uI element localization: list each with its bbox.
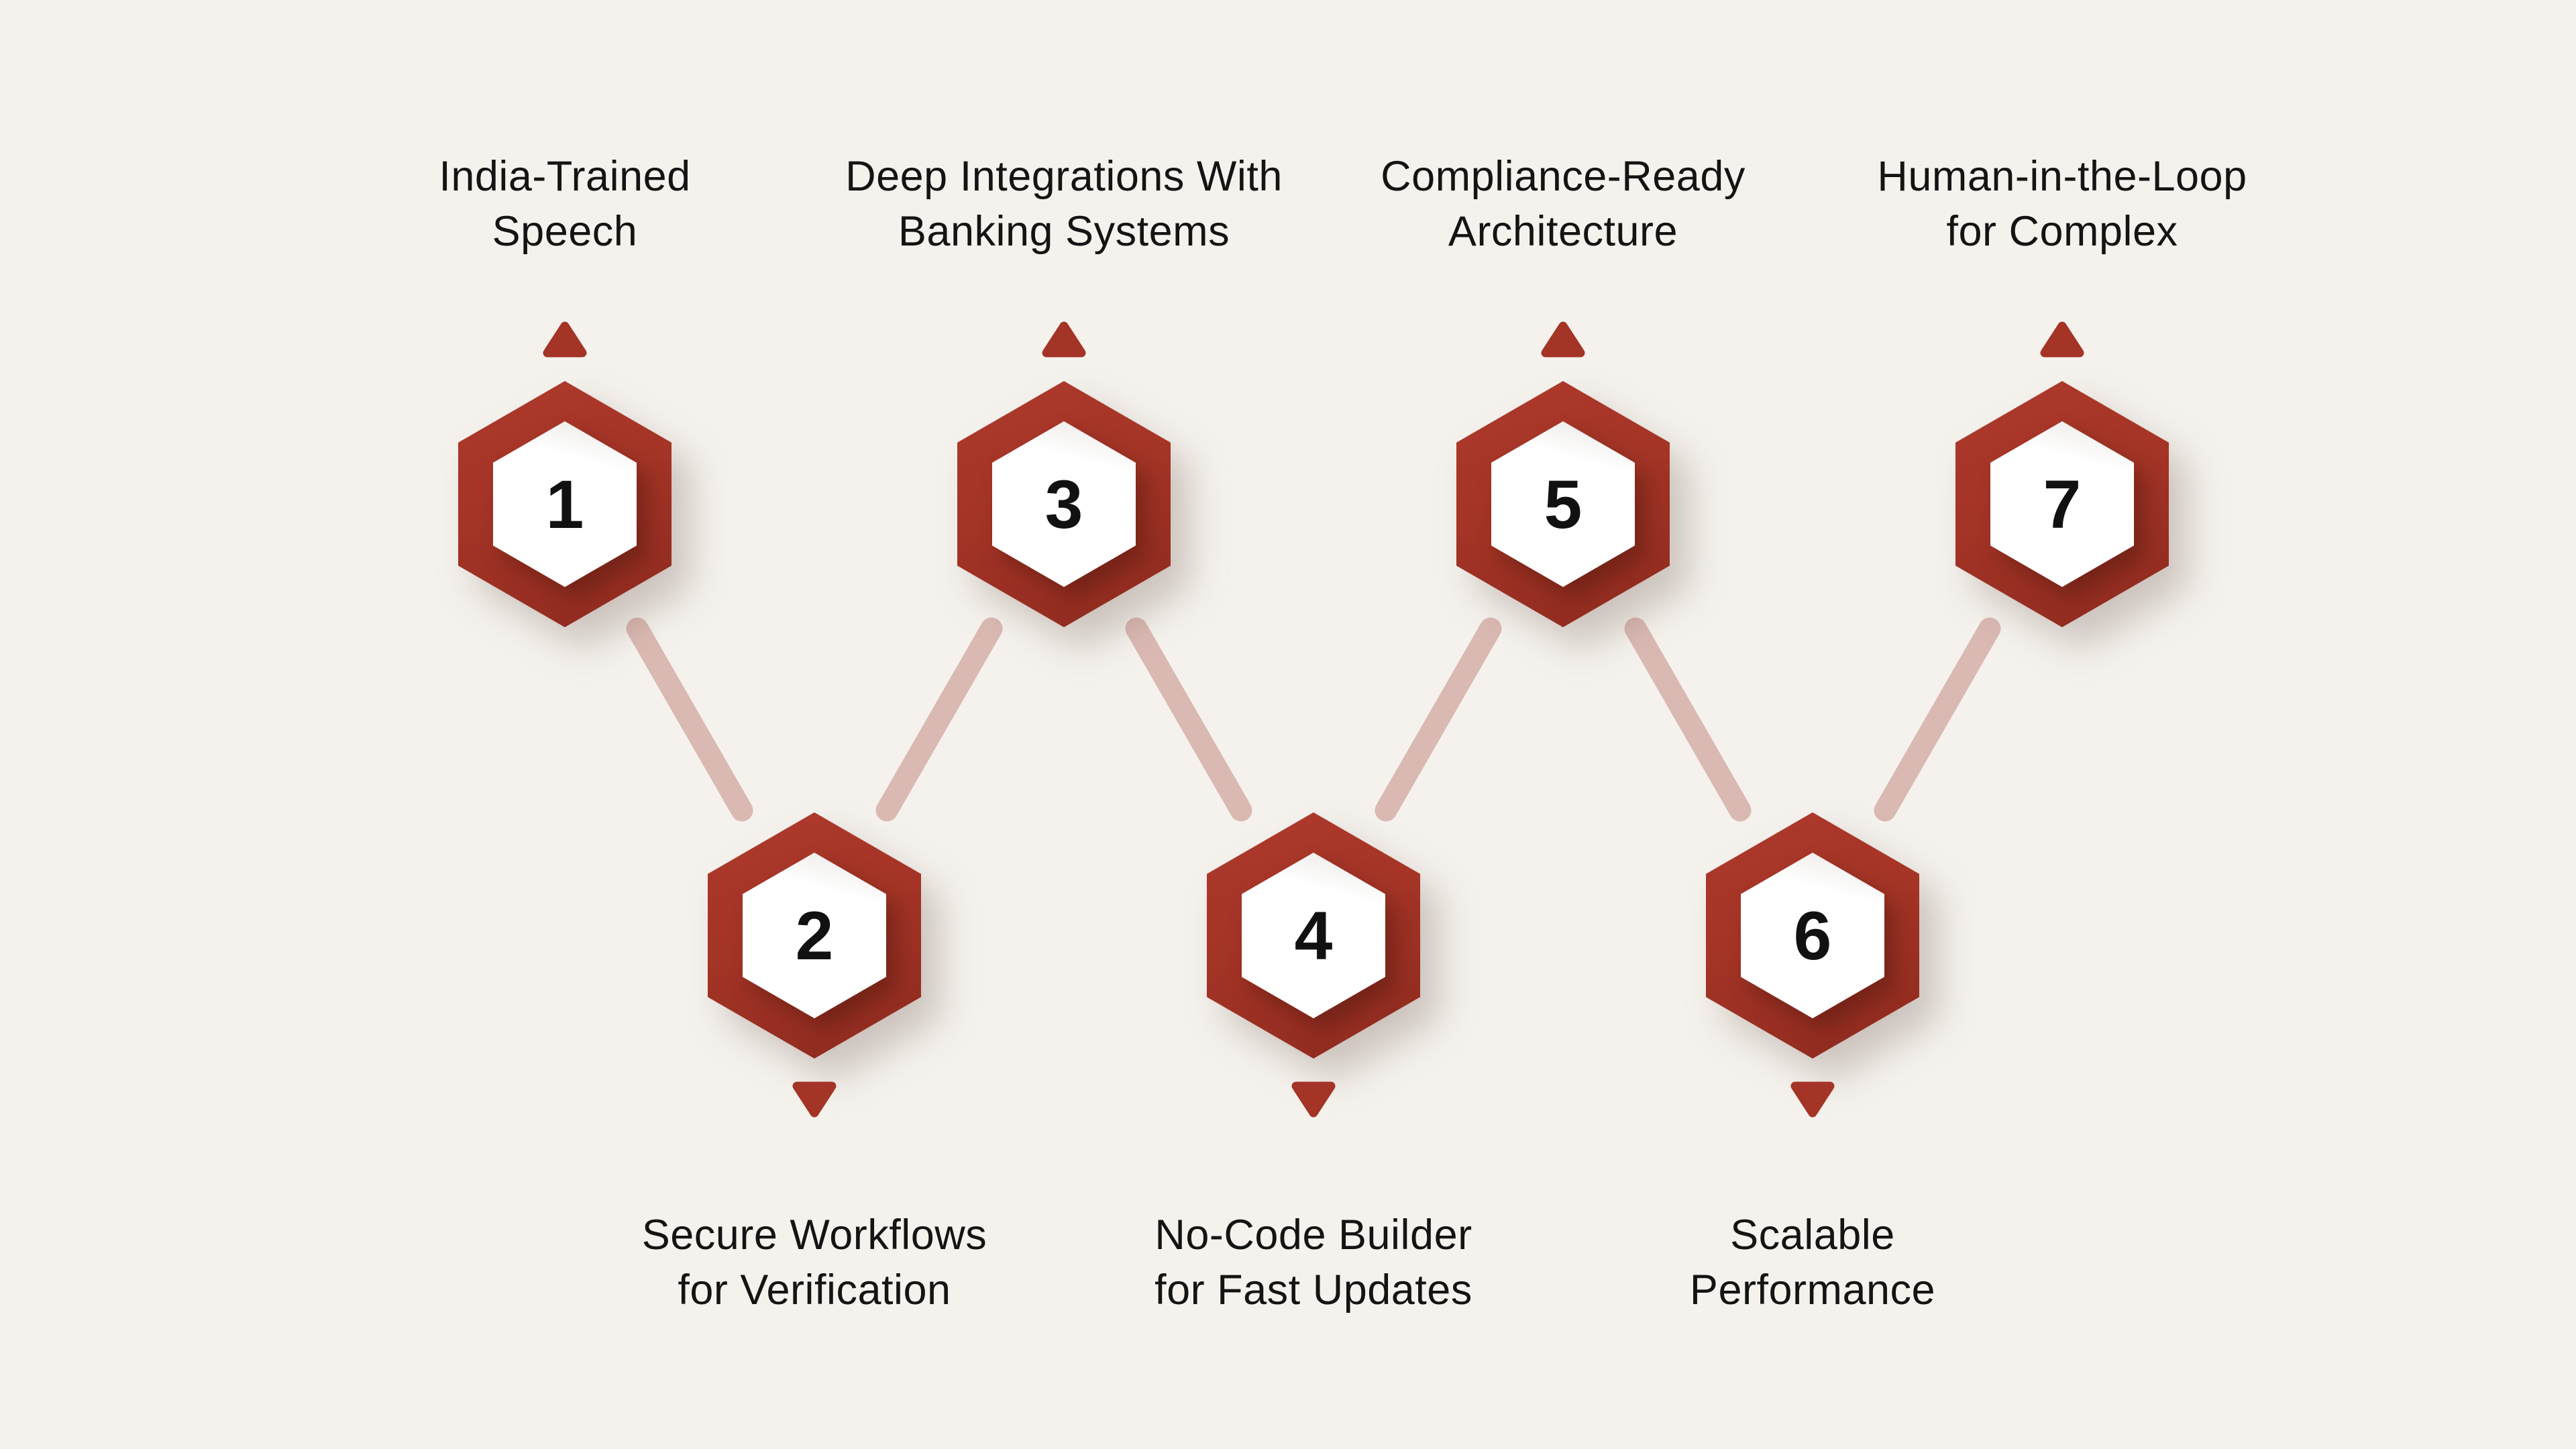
- connector-1-2: [626, 617, 753, 822]
- hexagon-ring: 3: [957, 381, 1171, 627]
- label-line: for Complex: [1946, 208, 2178, 255]
- connector-5-6: [1624, 617, 1752, 822]
- triangle-up-icon: [2040, 321, 2084, 358]
- hexagon-ring: 6: [1706, 812, 1919, 1059]
- hexagon-face: 5: [1491, 421, 1635, 587]
- hexagon-face: 4: [1242, 853, 1385, 1018]
- step-number: 7: [2043, 466, 2082, 543]
- label-line: Banking Systems: [898, 208, 1230, 255]
- hexagon-step-4: 4: [1207, 812, 1420, 1059]
- label-line: Secure Workflows: [641, 1212, 987, 1258]
- triangle-down-icon: [1291, 1081, 1336, 1118]
- label-line: Performance: [1689, 1267, 1936, 1313]
- connector-4-5: [1375, 617, 1502, 822]
- label-line: Scalable: [1730, 1212, 1895, 1258]
- hexagon-step-7: 7: [1955, 381, 2169, 627]
- hexagon-inner-wrap: 2: [743, 853, 886, 1018]
- label-step-3: Deep Integrations With Banking Systems: [782, 149, 1346, 259]
- label-line: India-Trained: [439, 153, 691, 200]
- triangle-down-icon: [1790, 1081, 1835, 1118]
- hexagon-step-5: 5: [1456, 381, 1670, 627]
- label-step-6: Scalable Performance: [1531, 1208, 2094, 1318]
- step-number: 4: [1294, 897, 1333, 974]
- hexagon-ring: 5: [1456, 381, 1670, 627]
- hexagon-inner-wrap: 5: [1491, 421, 1635, 587]
- label-step-1: India-Trained Speech: [283, 149, 847, 259]
- hexagon-ring: 2: [708, 812, 921, 1059]
- triangle-up-icon: [1042, 321, 1086, 358]
- label-line: for Fast Updates: [1155, 1267, 1472, 1313]
- step-number: 2: [795, 897, 834, 974]
- connector-6-7: [1874, 617, 2001, 822]
- hexagon-ring: 7: [1955, 381, 2169, 627]
- hexagon-face: 6: [1741, 853, 1884, 1018]
- triangle-down-icon: [792, 1081, 837, 1118]
- label-step-2: Secure Workflows for Verification: [533, 1208, 1096, 1318]
- hexagon-step-6: 6: [1706, 812, 1919, 1059]
- hexagon-step-3: 3: [957, 381, 1171, 627]
- label-line: No-Code Builder: [1155, 1212, 1472, 1258]
- label-step-5: Compliance-Ready Architecture: [1281, 149, 1845, 259]
- hexagon-inner-wrap: 1: [493, 421, 637, 587]
- label-line: Human-in-the-Loop: [1877, 153, 2247, 200]
- triangle-up-icon: [543, 321, 587, 358]
- label-step-7: Human-in-the-Loop for Complex: [1780, 149, 2344, 259]
- connector-3-4: [1125, 617, 1252, 822]
- hexagon-inner-wrap: 4: [1242, 853, 1385, 1018]
- hexagon-ring: 1: [458, 381, 672, 627]
- hexagon-inner-wrap: 3: [992, 421, 1136, 587]
- label-line: for Verification: [678, 1267, 951, 1313]
- hexagon-step-2: 2: [708, 812, 921, 1059]
- hexagon-face: 2: [743, 853, 886, 1018]
- step-number: 3: [1044, 466, 1083, 543]
- hexagon-face: 3: [992, 421, 1136, 587]
- hexagon-face: 7: [1990, 421, 2134, 587]
- label-line: Speech: [492, 208, 638, 255]
- label-line: Deep Integrations With: [845, 153, 1283, 200]
- label-step-4: No-Code Builder for Fast Updates: [1032, 1208, 1595, 1318]
- hexagon-ring: 4: [1207, 812, 1420, 1059]
- hexagon-face: 1: [493, 421, 637, 587]
- connector-2-3: [875, 617, 1003, 822]
- hexagon-inner-wrap: 7: [1990, 421, 2134, 587]
- hexagon-inner-wrap: 6: [1741, 853, 1884, 1018]
- label-line: Architecture: [1448, 208, 1678, 255]
- label-line: Compliance-Ready: [1381, 153, 1746, 200]
- hexagon-step-1: 1: [458, 381, 672, 627]
- triangle-up-icon: [1541, 321, 1585, 358]
- step-number: 5: [1544, 466, 1582, 543]
- step-number: 6: [1793, 897, 1832, 974]
- step-number: 1: [545, 466, 584, 543]
